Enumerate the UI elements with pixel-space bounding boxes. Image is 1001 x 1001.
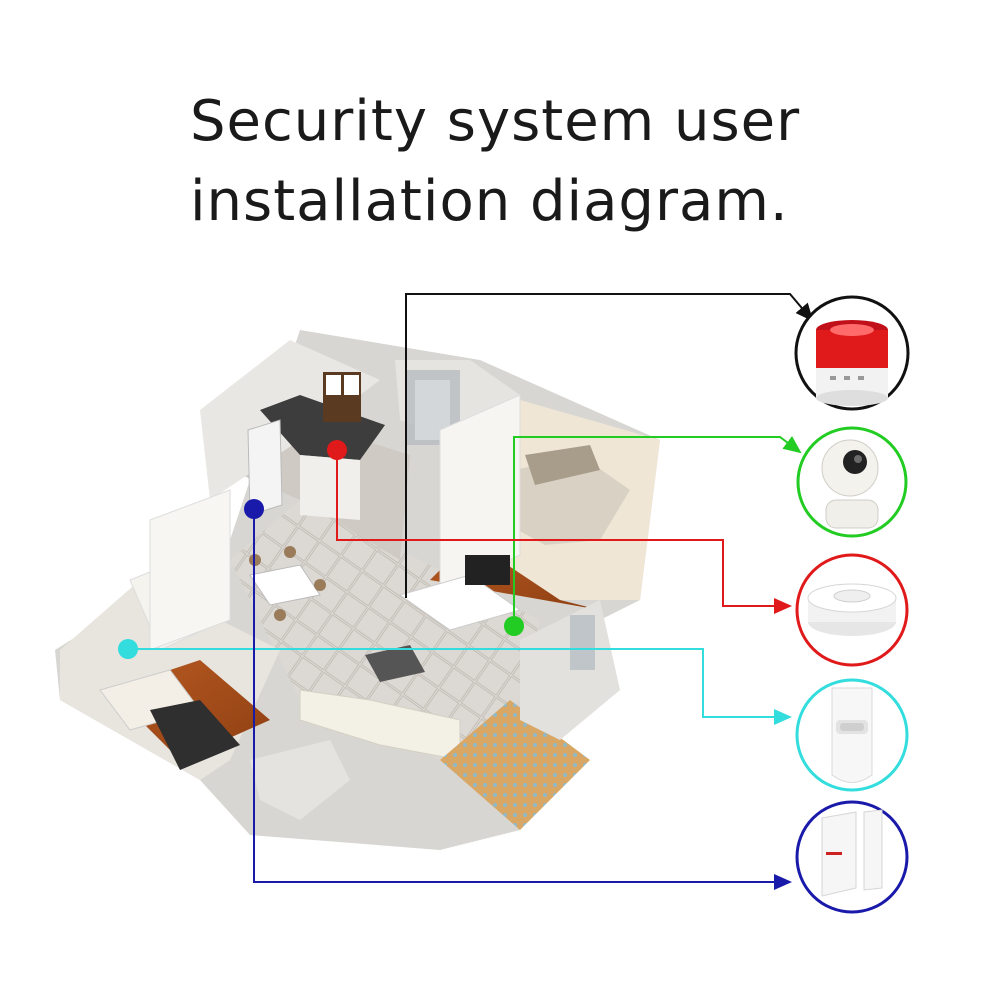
title-line-1: Security system user xyxy=(190,89,801,154)
door-device xyxy=(795,800,909,914)
door-location-dot xyxy=(244,499,264,519)
camera-device xyxy=(796,426,908,538)
pir-device xyxy=(795,678,909,792)
ip-camera-icon xyxy=(821,439,879,529)
siren-connector-line xyxy=(405,293,814,598)
camera-location-dot xyxy=(504,616,524,636)
smoke-detector-icon xyxy=(807,583,897,636)
title-line-2: installation diagram. xyxy=(190,169,789,234)
pir-location-dot xyxy=(118,639,138,659)
diagram-title: Security system user installation diagra… xyxy=(190,82,890,242)
door-connector-line xyxy=(253,509,792,890)
pir-connector-line xyxy=(128,648,792,725)
pir-motion-sensor-icon xyxy=(831,687,873,783)
apartment-floorplan xyxy=(55,330,660,850)
siren-device xyxy=(794,295,910,411)
door-window-sensor-icon xyxy=(821,809,883,897)
siren-alarm-icon xyxy=(816,320,888,406)
smoke-device xyxy=(795,553,909,667)
smoke-connector-line xyxy=(336,450,792,614)
smoke-location-dot xyxy=(327,440,347,460)
camera-connector-line xyxy=(513,436,802,626)
